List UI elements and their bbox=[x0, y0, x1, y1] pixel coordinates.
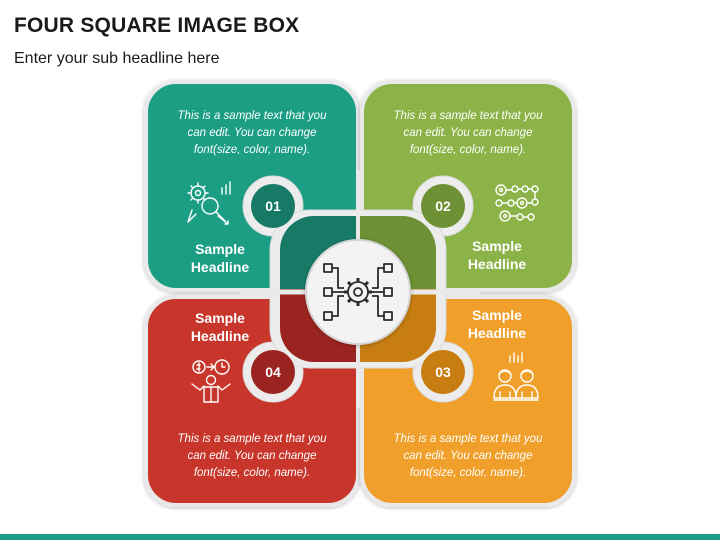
box-01-headline-2: Headline bbox=[191, 259, 250, 275]
box-02-text-line-2: can edit. You can change bbox=[404, 127, 533, 139]
number-01: 01 bbox=[265, 198, 281, 214]
gear-network-icon bbox=[323, 263, 393, 321]
box-04-text-line-2: can edit. You can change bbox=[188, 450, 317, 462]
circuit-dots-icon bbox=[495, 184, 539, 222]
page-subtitle: Enter your sub headline here bbox=[14, 50, 220, 67]
box-03-text-line-2: can edit. You can change bbox=[404, 450, 533, 462]
box-04-headline-2: Headline bbox=[191, 328, 250, 344]
box-03-text-line-3: font(size, color, name). bbox=[410, 467, 526, 479]
number-03: 03 bbox=[435, 364, 451, 380]
box-01-text-line-3: font(size, color, name). bbox=[194, 144, 310, 156]
bottom-accent-bar bbox=[0, 534, 720, 540]
number-04: 04 bbox=[265, 364, 281, 380]
analytics-gear-magnifier-icon bbox=[187, 181, 231, 225]
box-03-text-line-1: This is a sample text that you bbox=[394, 433, 544, 445]
box-04-text-line-1: This is a sample text that you bbox=[178, 433, 328, 445]
box-01-text-line-2: can edit. You can change bbox=[188, 127, 317, 139]
team-people-icon bbox=[493, 352, 539, 401]
box-03-headline-2: Headline bbox=[468, 325, 527, 341]
box-02-headline-2: Headline bbox=[468, 256, 527, 272]
number-02: 02 bbox=[435, 198, 451, 214]
box-02-text-line-3: font(size, color, name). bbox=[410, 144, 526, 156]
page-title: FOUR SQUARE IMAGE BOX bbox=[14, 14, 300, 37]
box-04-headline-1: Sample bbox=[195, 310, 245, 326]
box-01-text-line-1: This is a sample text that you bbox=[178, 110, 328, 122]
box-01-headline-1: Sample bbox=[195, 241, 245, 257]
center-circle bbox=[305, 239, 411, 345]
box-02-headline-1: Sample bbox=[472, 238, 522, 254]
money-time-person-icon bbox=[191, 359, 231, 403]
box-04-text-line-3: font(size, color, name). bbox=[194, 467, 310, 479]
box-02-text-line-1: This is a sample text that you bbox=[394, 110, 544, 122]
box-03-headline-1: Sample bbox=[472, 307, 522, 323]
